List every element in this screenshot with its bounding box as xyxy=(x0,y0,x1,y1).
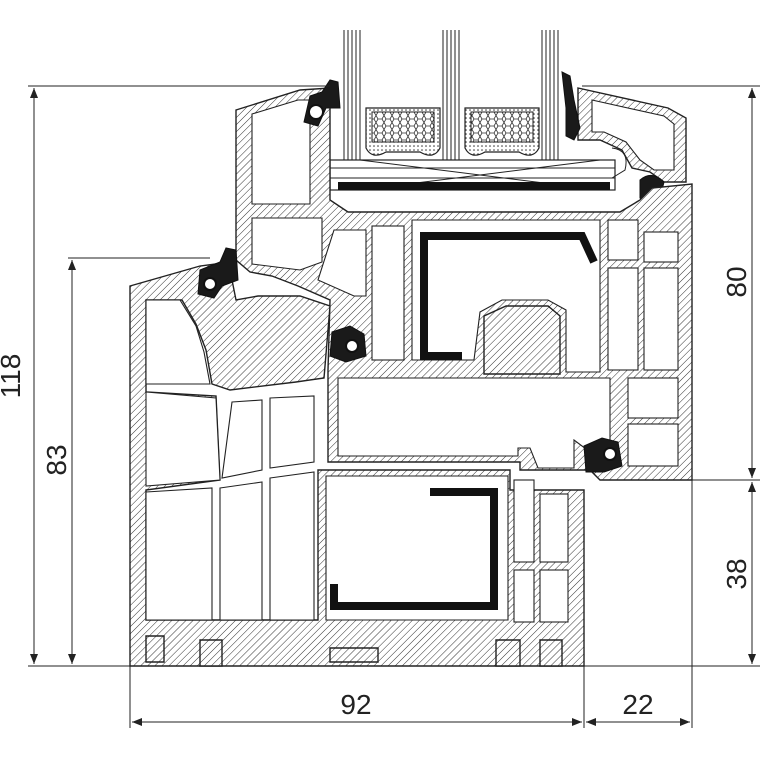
dim-label-92: 92 xyxy=(340,689,371,720)
desiccant-right xyxy=(470,111,534,143)
dim-label-22: 22 xyxy=(622,689,653,720)
sash-cavity-mid xyxy=(251,217,323,271)
frame-reinforcement-chamber xyxy=(325,475,509,621)
desiccant-left xyxy=(371,111,435,143)
sash-cavity-r1 xyxy=(607,219,639,261)
dim-label-118: 118 xyxy=(0,354,26,399)
dimension-lines xyxy=(28,85,760,728)
frame-cavity-a xyxy=(221,399,263,479)
sash-cavity-r2 xyxy=(643,231,679,263)
glass-pane-middle xyxy=(442,30,460,160)
steel-reinforcement-upper xyxy=(420,232,598,360)
glass-pane-inner xyxy=(541,30,559,160)
frame-cavity-c xyxy=(219,481,263,621)
dim-label-83: 83 xyxy=(41,444,72,475)
sash-cavity-r5 xyxy=(627,377,679,419)
frame-profile xyxy=(129,247,623,667)
frame-cavity-ml xyxy=(145,391,221,487)
dim-label-80: 80 xyxy=(721,266,752,297)
sash-cavity-tall xyxy=(371,225,405,361)
sash-cavity-r6 xyxy=(627,423,679,467)
frame-side-gasket xyxy=(583,437,623,473)
frame-cavity-b xyxy=(269,395,315,469)
glass-pane-outer xyxy=(343,30,361,160)
frame-cavity-f xyxy=(539,493,569,563)
frame-cavity-d xyxy=(269,471,315,621)
frame-cavity-bl xyxy=(145,487,213,621)
dim-label-38: 38 xyxy=(721,558,752,589)
sash-main-chamber xyxy=(337,377,611,469)
sash-profile xyxy=(235,79,693,481)
sash-cavity-r4 xyxy=(643,267,679,371)
glazing-sealant-bar xyxy=(338,182,610,190)
frame-cavity-g xyxy=(513,569,535,623)
frame-cavity-tl xyxy=(145,299,211,385)
sash-cavity-top xyxy=(251,99,311,205)
steel-reinforcement-lower xyxy=(330,488,498,610)
frame-cavity-e xyxy=(513,479,535,563)
sash-cavity-r3 xyxy=(607,267,639,371)
frame-cavity-h xyxy=(539,569,569,623)
sash-cavity-wedge xyxy=(317,229,367,297)
